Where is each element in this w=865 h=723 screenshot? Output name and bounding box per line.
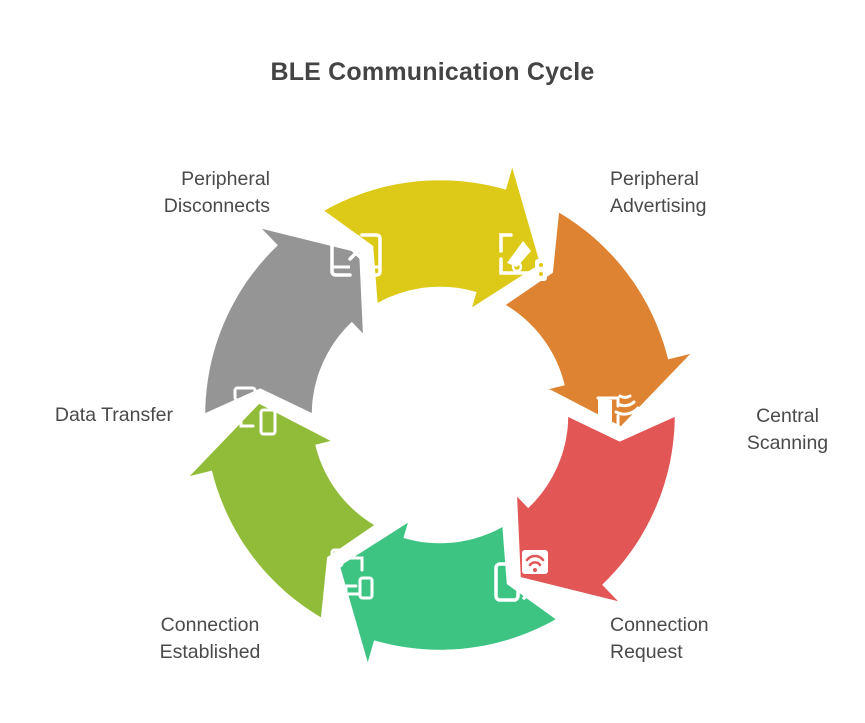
stage-label-connection-established: Connection Established [145, 612, 275, 666]
cycle-arrow-peripheral-disconnects [202, 224, 366, 417]
label-line: Connection [610, 614, 709, 636]
label-line: Central [756, 405, 819, 427]
label-line: Peripheral [610, 168, 699, 190]
label-line: Request [610, 641, 683, 663]
label-line: Advertising [610, 195, 707, 217]
phone-wifi-arrow-icon [494, 550, 548, 602]
megaphone-icon [499, 233, 547, 281]
diagram-title: BLE Communication Cycle [270, 58, 595, 86]
label-line: Established [159, 641, 261, 663]
stage-label-peripheral-disconnects: Peripheral Disconnects [120, 166, 270, 220]
connected-devices-icon [330, 548, 374, 600]
stage-label-peripheral-advertising: Peripheral Advertising [610, 166, 706, 220]
label-line: Connection [160, 614, 260, 636]
data-transfer-devices-icon [233, 386, 277, 436]
label-line: Peripheral [181, 168, 270, 190]
cycle-arrow-connection-request [514, 413, 678, 606]
stage-label-connection-request: Connection Request [610, 612, 709, 666]
disconnect-devices-icon [330, 233, 382, 277]
cycle-arrow-connection-established [337, 516, 561, 672]
stage-label-data-transfer: Data Transfer [20, 402, 173, 429]
stage-label-central-scanning: Central Scanning [735, 403, 840, 457]
cycle-arrow-central-scanning [501, 208, 699, 430]
label-line: Scanning [746, 432, 829, 454]
label-line: Disconnects [163, 195, 270, 217]
label-line: Data Transfer [54, 404, 173, 426]
door-signal-icon [596, 394, 640, 434]
cycle-arrow-data-transfer [181, 400, 379, 622]
